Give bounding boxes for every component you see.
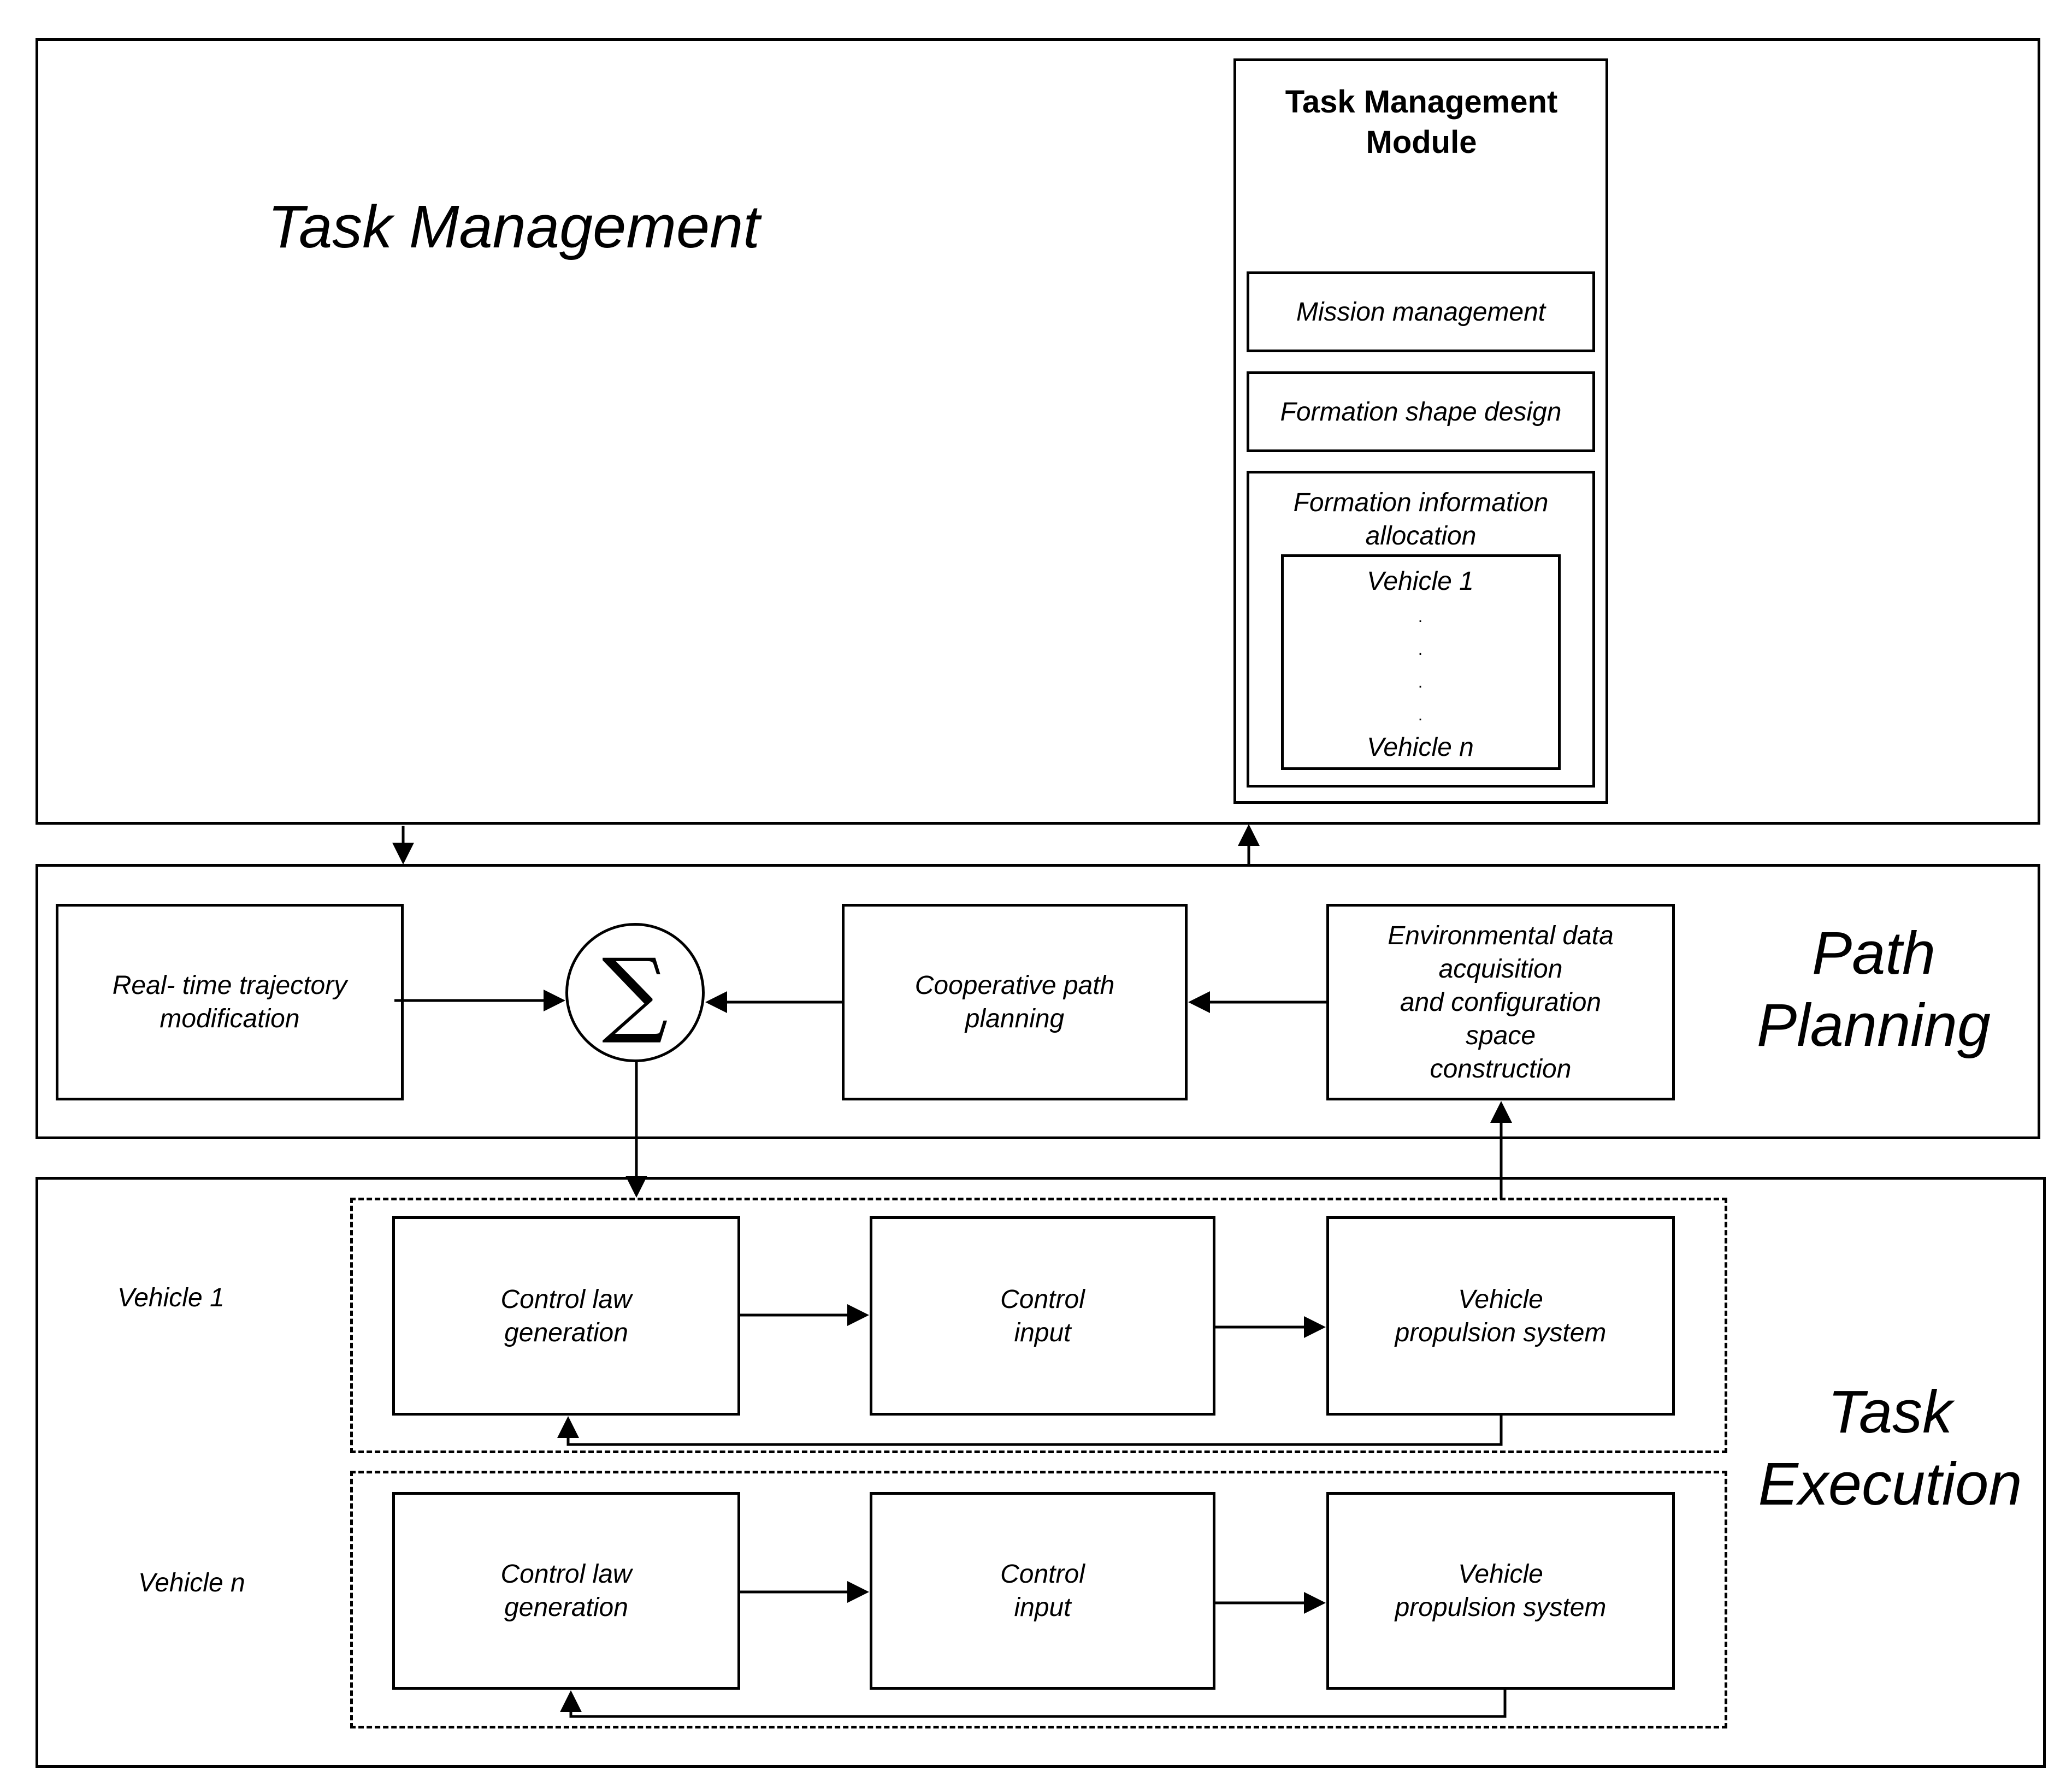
vehicle-n-control-law-box: Control law generation [392,1492,740,1690]
formation-shape-design-box: Formation shape design [1247,371,1595,452]
vehicle-n-propulsion-box: Vehicle propulsion system [1326,1492,1675,1690]
task-management-title: Task Management [268,193,760,261]
vehicle-1-group [350,1198,1727,1453]
formation-information-allocation-box [1247,471,1595,788]
task-execution-title: Task Execution [1758,1378,2022,1518]
vehicle-n-label: Vehicle n [138,1568,245,1597]
vehicle-list-first: Vehicle 1 [1367,567,1474,596]
summation-node: ∑ [565,923,705,1062]
vehicle-n-control-input-box: Control input [870,1492,1215,1690]
realtime-trajectory-modification-box: Real- time trajectory modification [56,904,404,1100]
vehicle-list-dots: . . . . [1418,608,1423,724]
vehicle-1-control-law-box: Control law generation [392,1216,740,1416]
cooperative-path-planning-box: Cooperative path planning [842,904,1188,1100]
path-planning-title: Path Planning [1756,920,1991,1059]
task-execution-layer [36,1177,2046,1768]
environmental-data-box: Environmental data acquisition and confi… [1326,904,1675,1100]
formation-information-allocation-label: Formation information allocation [1293,488,1549,550]
vehicle-n-group [350,1471,1727,1728]
task-management-module [1233,58,1608,804]
task-management-module-title: Task Management Module [1285,84,1558,160]
vehicle-1-control-input-box: Control input [870,1216,1215,1416]
vehicle-1-propulsion-box: Vehicle propulsion system [1326,1216,1675,1416]
task-management-layer [36,38,2040,825]
vehicle-1-label: Vehicle 1 [117,1283,225,1312]
path-planning-layer [36,864,2040,1139]
mission-management-box: Mission management [1247,271,1595,352]
vehicle-list-box [1281,554,1561,770]
vehicle-list-last: Vehicle n [1367,733,1474,762]
